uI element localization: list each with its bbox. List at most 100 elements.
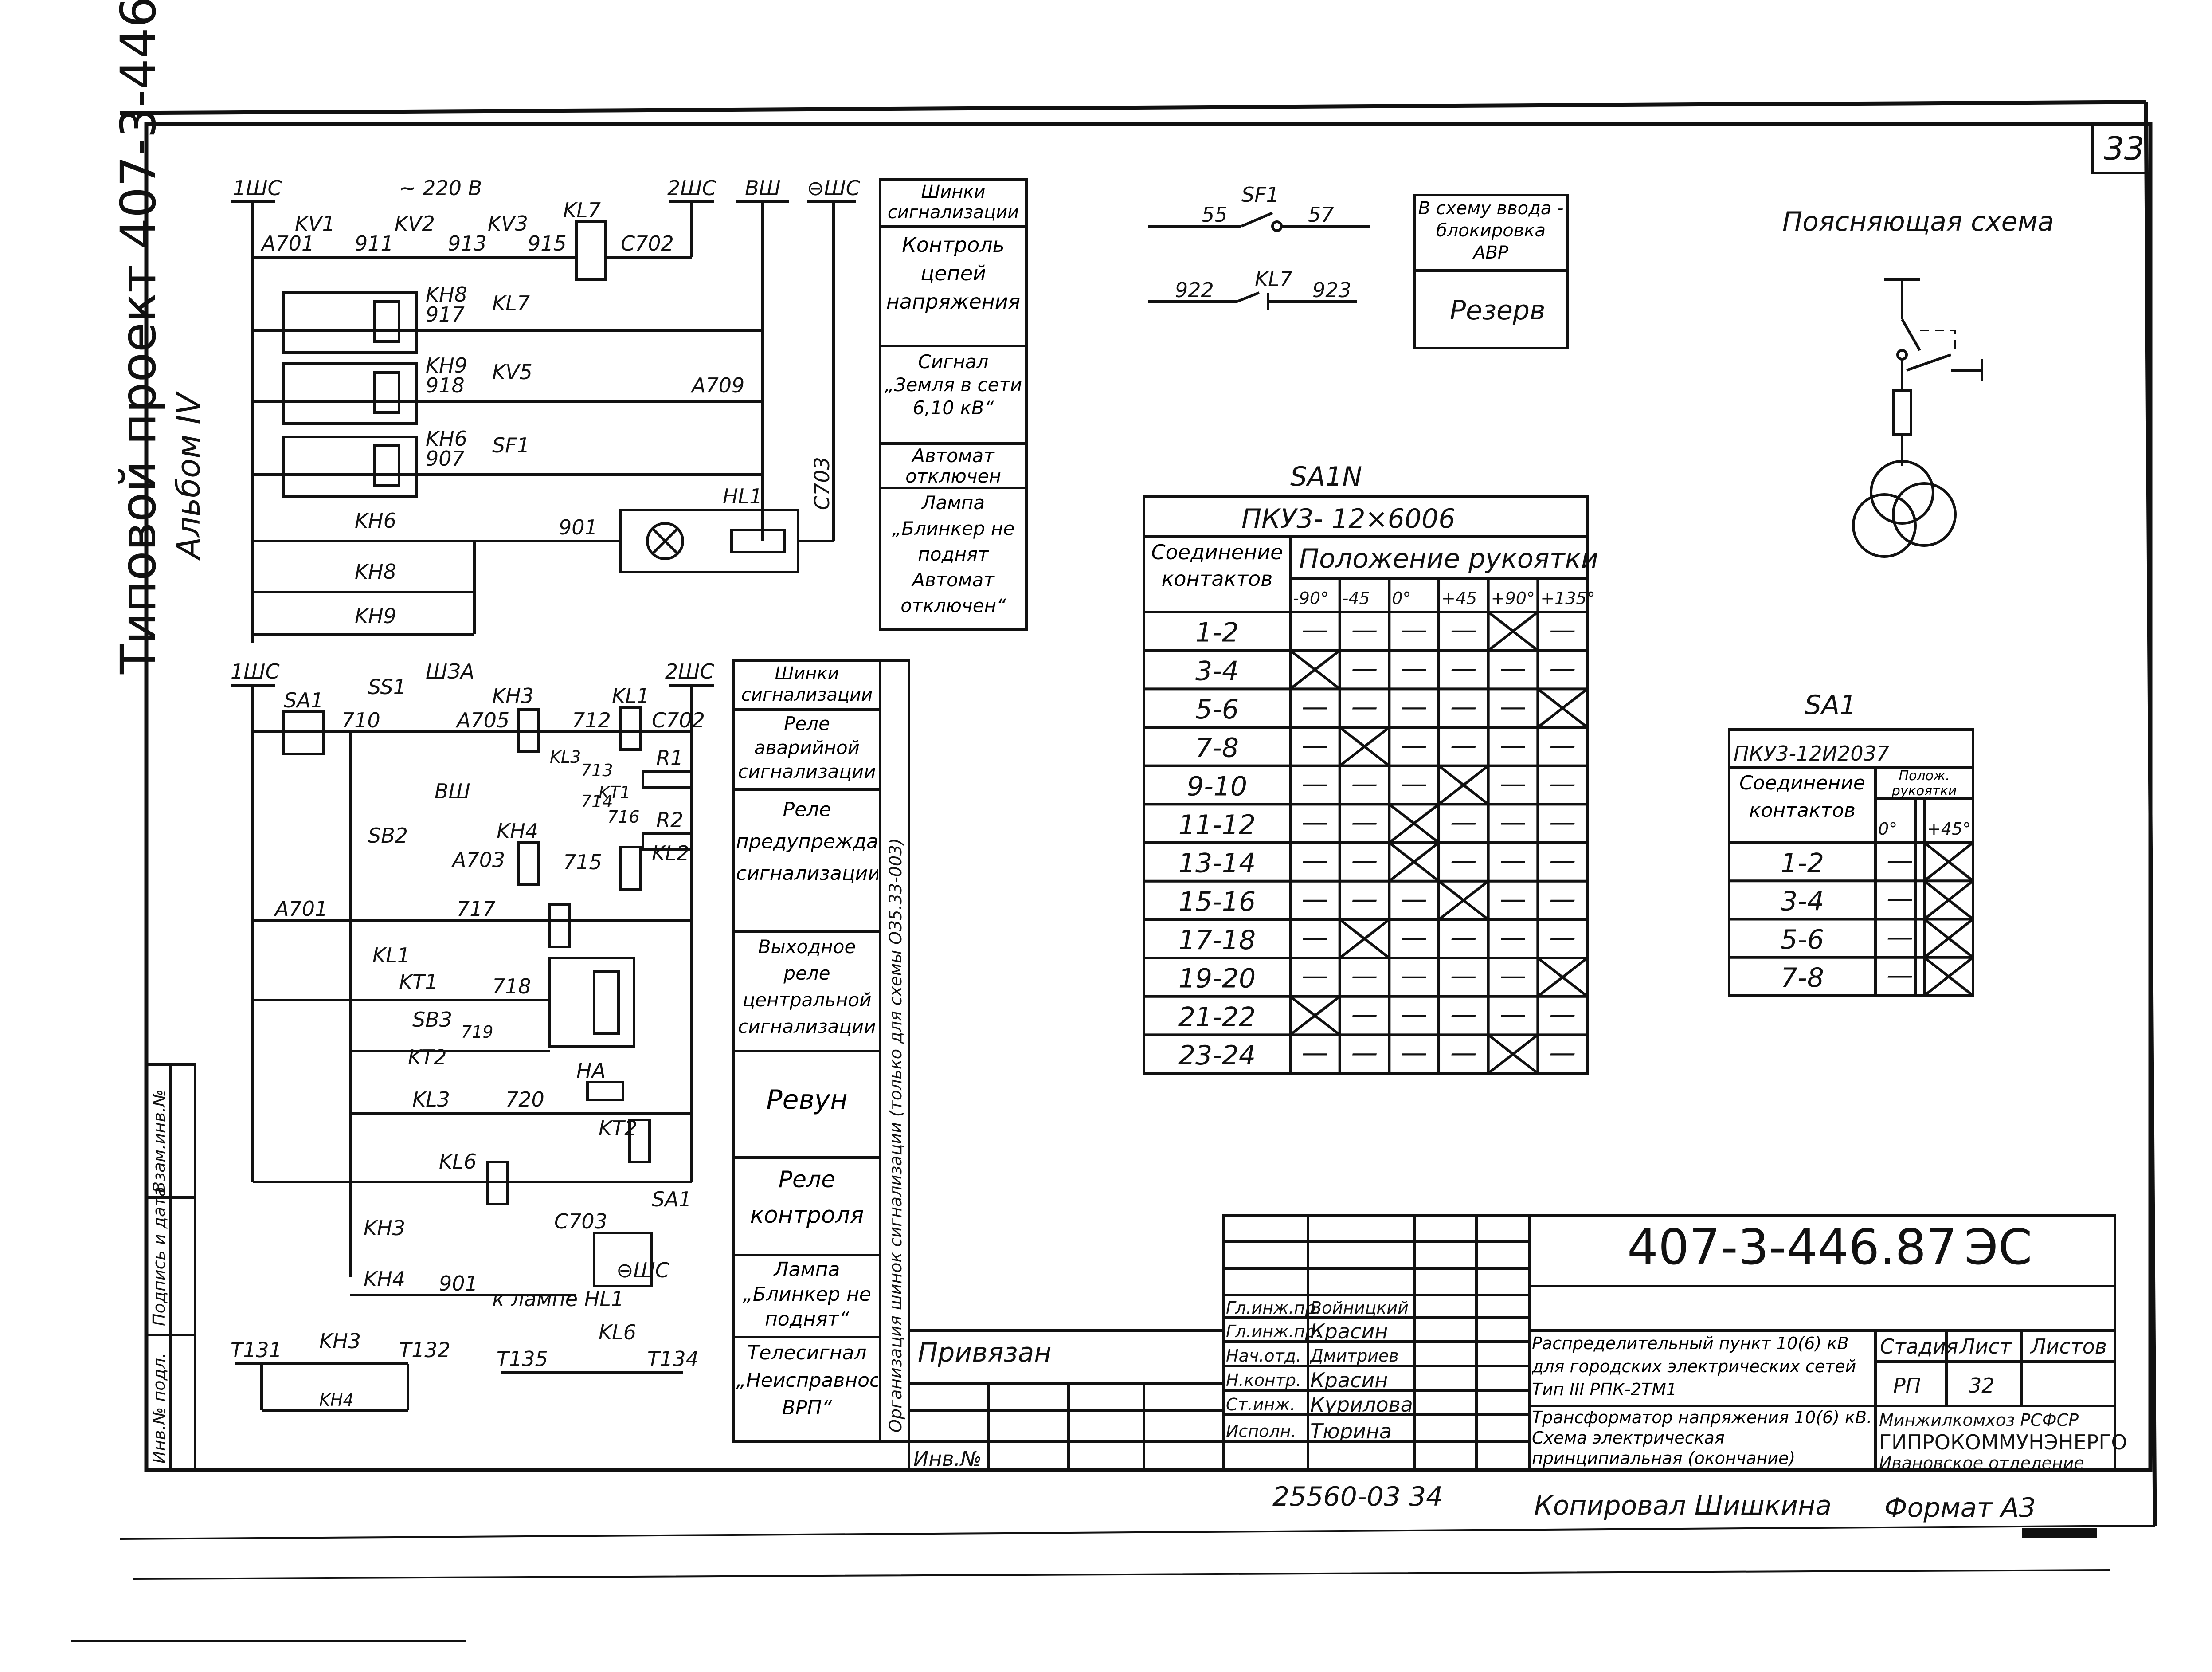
title-block [908,1214,2116,1472]
avr-title: В схему ввода - блокировка АВР [1418,198,1564,263]
table-closed-mark [1487,1034,1539,1075]
relay-kl7: KL7 [563,198,601,222]
table-open-mark: — [1351,615,1378,646]
row-wire-907: 907 [426,447,465,471]
table-row-contacts: 1-2 [1195,617,1239,648]
table-open-mark: — [1302,691,1328,722]
sheet-label: Лист [1959,1334,2012,1358]
table-row-contacts: 5-6 [1781,924,1824,955]
sf1-label: SF1 [1241,183,1279,207]
bus-voltage: ~ 220 В [399,176,482,200]
org-1: Минжилкомхоз РСФСР [1879,1410,2079,1430]
table-open-mark: — [1401,883,1427,914]
role-2: Нач.отд. [1226,1346,1301,1366]
role-1: Гл.инж.пр. [1226,1322,1321,1341]
side-stamp [145,1063,196,1472]
album-label-2: Альбом IV [170,391,207,561]
table-closed-mark [1438,765,1489,805]
bound-label: Привязан [918,1337,1052,1368]
table-position-header: +135° [1540,589,1595,608]
legend-lower-0: Шинки сигнализации [741,663,873,705]
table-open-mark: — [1500,653,1527,684]
legend-lower-box [732,659,910,1443]
table-open-mark: — [1302,730,1328,761]
lower-relay-vsh: ВШ [435,779,470,803]
name-5: Тюрина [1310,1419,1392,1443]
bottom-c703: C703 [554,1209,607,1233]
lower-sa1: SA1 [284,688,324,712]
table-closed-mark [1289,995,1341,1036]
wire-911: 911 [355,232,394,255]
table-open-mark: — [1549,730,1576,761]
table-open-mark: — [1302,807,1328,838]
legend-upper-2: Сигнал „Земля в сети 6,10 кВ“ [884,351,1022,419]
legend-upper-4: Лампа „Блинкер не поднят Автомат отключе… [892,492,1015,616]
table-closed-mark [1923,841,1974,882]
table-position-header: +45 [1441,589,1477,608]
table-open-mark: — [1450,653,1477,684]
sf1-left: 55 [1202,203,1228,227]
lower-wire-720: 720 [505,1087,544,1111]
lower-relay-kt1: KT1 [599,783,630,802]
lamp-wire-901: 901 [559,515,598,539]
table-open-mark: — [1500,730,1527,761]
table-open-mark: — [1302,961,1328,992]
relay-kv2: KV2 [395,212,435,235]
description-2: Трансформатор напряжения 10(6) кВ. Схема… [1532,1408,1872,1468]
row-wire-918: 918 [426,373,465,397]
table-open-mark: — [1549,615,1576,646]
lower-relay-sb3: SB3 [412,1008,452,1032]
table-closed-mark [1388,841,1440,883]
org-3: Ивановское отделение [1879,1453,2084,1473]
table-row-contacts: 13-14 [1178,848,1256,879]
lower-wire-a703: A703 [451,848,505,872]
bottom-kh4: KH4 [364,1267,405,1291]
table-open-mark: — [1500,807,1527,838]
footer-format: Формат А3 [1884,1492,2036,1523]
footer-order: 25560-03 34 [1272,1481,1443,1512]
table-open-mark: — [1401,961,1427,992]
table-open-mark: — [1450,961,1477,992]
lower-relay-sb2: SB2 [368,824,408,848]
table-closed-mark [1289,649,1341,690]
table-open-mark: — [1500,961,1527,992]
lower-relay-kt2: KT2 [408,1045,447,1069]
stage-value: РП [1893,1374,1921,1397]
lower-relay-r2: R2 [656,808,683,832]
lower-wire-719: 719 [461,1022,493,1042]
tele-t132: T132 [399,1338,450,1362]
legend-lower-4: Ревун [766,1084,848,1115]
sa1n-model: ПКУ3- 12×6006 [1241,503,1456,534]
table-open-mark: — [1302,922,1328,953]
wire-c702: C702 [621,232,674,255]
lower-relay-kl3: KL3 [550,747,581,767]
table-row-contacts: 1-2 [1781,848,1824,879]
lower-relay-kl2: KL2 [652,841,689,865]
table-open-mark: — [1351,845,1378,876]
vertical-note: Организация шинок сигнализации (только д… [886,838,905,1433]
lower-relay-r1: R1 [656,746,683,770]
sf1-kl7-blocks [1148,212,1370,310]
tele-kl6: KL6 [599,1320,636,1344]
side-stamp-sign: Подпись и дата [149,1186,169,1326]
kl7-right: 923 [1312,278,1351,302]
table-open-mark: — [1450,999,1477,1030]
description-1: Распределительный пункт 10(6) кВ для гор… [1532,1334,1856,1399]
lower-relay-ha: HA [576,1059,606,1083]
role-5: Исполн. [1226,1421,1296,1441]
table-open-mark: — [1351,1037,1378,1068]
side-stamp-inv: Инв.№ подл. [149,1353,169,1464]
sa1-col-position: Полож. рукоятки [1891,769,1957,799]
bottom-901: 901 [439,1272,478,1295]
table-open-mark: — [1500,922,1527,953]
table-closed-mark [1923,918,1974,959]
table-closed-mark [1923,879,1974,920]
table-row-contacts: 3-4 [1195,655,1239,687]
table-closed-mark [1339,726,1390,767]
avr-reserve: Резерв [1450,295,1545,326]
lower-wire-712: 712 [572,708,611,732]
table-open-mark: — [1351,807,1378,838]
table-row-contacts: 7-8 [1781,962,1824,993]
table-row-contacts: 11-12 [1178,809,1256,840]
